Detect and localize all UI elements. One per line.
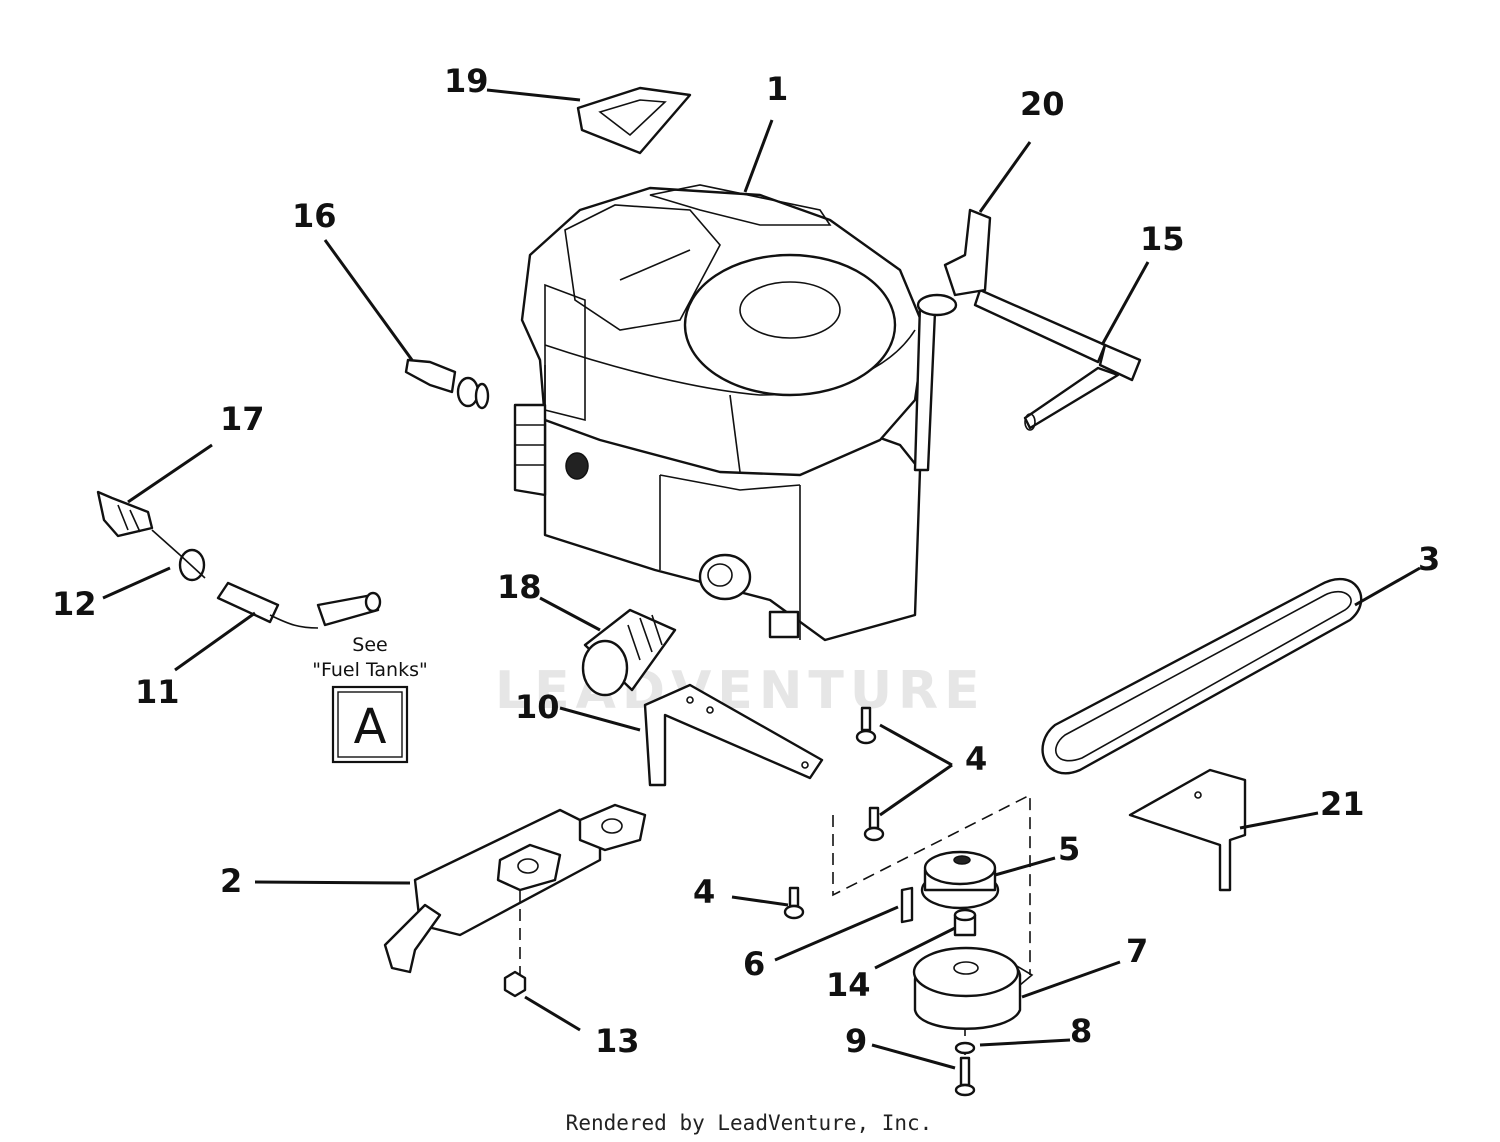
bolt-part-4-upper[interactable]	[855, 706, 877, 745]
callout-21: 21	[1320, 785, 1365, 823]
housing-part-7[interactable]	[912, 946, 1034, 1030]
fuel-tanks-label: "Fuel Tanks"	[312, 659, 427, 681]
reference-box	[331, 685, 409, 764]
callout-3: 3	[1418, 540, 1440, 578]
muffler-part-2[interactable]	[383, 803, 647, 975]
belt-part-3[interactable]	[1041, 577, 1363, 775]
callout-7: 7	[1126, 932, 1148, 970]
fuel-filter-part-17[interactable]	[96, 490, 154, 538]
bolt-part-4-middle[interactable]	[863, 806, 885, 842]
callout-4-lower: 4	[693, 873, 715, 911]
callout-1: 1	[766, 70, 788, 108]
callout-9: 9	[845, 1022, 867, 1060]
washer-part-8[interactable]	[954, 1041, 976, 1055]
bracket-part-21[interactable]	[1128, 768, 1247, 892]
reference-letter: A	[354, 699, 387, 755]
nut-part-13[interactable]	[503, 970, 527, 998]
engine-part-1[interactable]	[513, 184, 958, 642]
fuel-tanks-reference[interactable]: See "Fuel Tanks" A	[312, 634, 428, 764]
callout-11: 11	[135, 673, 180, 711]
drain-valve-part-16[interactable]	[404, 358, 490, 410]
fuel-tube-part-15[interactable]	[973, 288, 1142, 431]
callout-15: 15	[1140, 220, 1185, 258]
pulley-part-5[interactable]	[920, 850, 1000, 910]
bolt-part-4-lower[interactable]	[783, 886, 805, 920]
clip-part-20[interactable]	[943, 208, 992, 297]
oil-filter-part-18[interactable]	[581, 608, 677, 697]
watermark-text: LEADVENTURE	[495, 661, 986, 721]
callout-12: 12	[52, 585, 97, 623]
footer-credit: Rendered by LeadVenture, Inc.	[566, 1111, 933, 1135]
callout-18: 18	[497, 568, 542, 606]
callout-5: 5	[1058, 830, 1080, 868]
hose-clamp-part-12[interactable]	[151, 529, 206, 582]
callout-19: 19	[444, 62, 489, 100]
callout-20: 20	[1020, 85, 1065, 123]
spacer-part-14[interactable]	[953, 908, 977, 937]
air-filter-part-19[interactable]	[576, 86, 692, 155]
callout-14: 14	[826, 966, 871, 1004]
callout-8: 8	[1070, 1012, 1092, 1050]
see-label: See	[352, 634, 387, 656]
callout-labels: 1 2 3 4 4 5 6 7 8 9 10 11 12 13 14 15 16…	[52, 62, 1440, 1060]
callout-4-upper: 4	[965, 740, 987, 778]
callout-2: 2	[220, 862, 242, 900]
reference-box-inner	[337, 691, 403, 758]
callout-16: 16	[292, 197, 337, 235]
bracket-part-10[interactable]	[643, 683, 824, 787]
leader-lines	[102, 88, 1421, 1070]
callout-10: 10	[515, 688, 560, 726]
bolt-part-9[interactable]	[954, 1056, 976, 1097]
key-pin-part-6[interactable]	[900, 886, 914, 924]
callout-13: 13	[595, 1022, 640, 1060]
callout-17: 17	[220, 400, 265, 438]
callout-6: 6	[743, 945, 765, 983]
